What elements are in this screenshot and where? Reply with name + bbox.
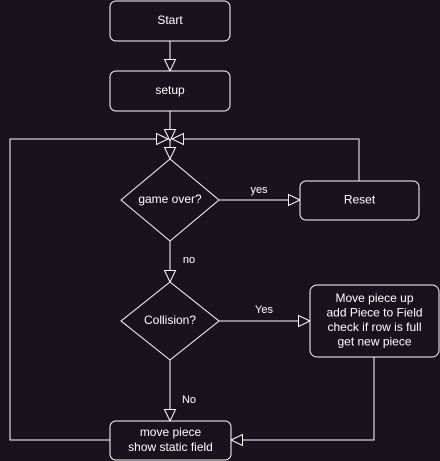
node-reset-label: Reset	[344, 193, 376, 207]
node-move-up: Move piece up add Piece to Field check i…	[309, 284, 440, 358]
edge-label-No: No	[182, 394, 196, 406]
node-start: Start	[109, 0, 231, 42]
edge-moveup-movepiece	[239, 357, 375, 441]
edge-reset-loop	[182, 138, 360, 181]
edge-label-yes: yes	[250, 184, 268, 196]
node-move-up-line-1: Move piece up	[335, 291, 413, 305]
node-game-over-label: game over?	[138, 192, 202, 206]
node-move-piece-line-2: show static field	[128, 440, 213, 454]
node-setup: setup	[109, 70, 231, 112]
arrowhead-movepiece-top	[163, 409, 177, 423]
arrowhead-merge-from-reset	[170, 132, 184, 146]
node-move-up-line-3: check if row is full	[327, 320, 421, 334]
arrowhead-movepiece-right	[229, 433, 243, 447]
node-reset: Reset	[299, 180, 420, 221]
arrowhead-gameover	[163, 147, 177, 161]
edge-label-Yes: Yes	[255, 304, 273, 316]
node-move-piece-line-1: move piece	[140, 425, 202, 439]
node-move-piece: move piece show static field	[109, 420, 232, 461]
node-setup-label: setup	[155, 83, 185, 97]
node-game-over: game over?	[120, 158, 220, 242]
node-collision: Collision?	[120, 281, 220, 361]
arrowhead-merge-from-setup	[163, 129, 177, 143]
edge-label-no: no	[183, 254, 195, 266]
arrowhead-setup	[163, 59, 177, 73]
arrowhead-reset	[288, 193, 302, 207]
edges	[9, 41, 375, 441]
node-collision-label: Collision?	[144, 313, 196, 327]
node-move-up-line-2: add Piece to Field	[326, 306, 422, 320]
node-start-label: Start	[157, 13, 183, 27]
arrowhead-moveup	[298, 314, 312, 328]
node-move-up-line-4: get new piece	[337, 335, 411, 349]
arrowheads	[156, 59, 312, 447]
edge-labels: yes no Yes No	[182, 184, 273, 406]
edge-movepiece-loop	[9, 138, 158, 441]
arrowhead-merge-from-left	[156, 132, 170, 146]
arrowhead-collision	[163, 270, 177, 284]
